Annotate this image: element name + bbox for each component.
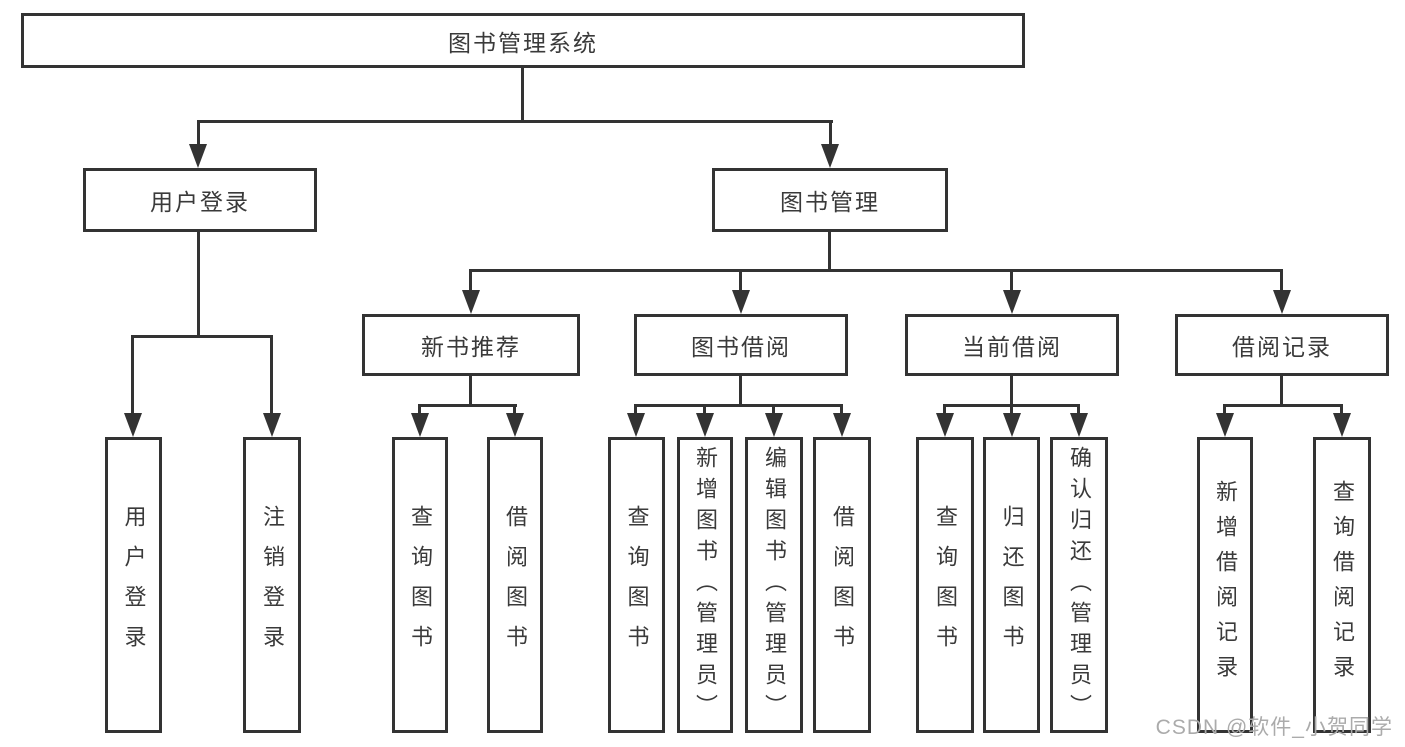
- connector-drop-confirm-return: [1077, 404, 1080, 416]
- leaf-recommend-borrow-books-label: 借阅图书: [503, 505, 528, 665]
- connector-drop-book-management: [829, 120, 832, 146]
- connector-book-management-bar: [469, 269, 1283, 272]
- connector-drop-leaf-user-login: [131, 335, 134, 415]
- arrow-borrow-records: [1273, 290, 1291, 314]
- leaf-borrow-books-label: 借阅图书: [830, 505, 855, 665]
- node-borrow-records: 借阅记录: [1175, 314, 1389, 376]
- arrow-edit-books: [765, 413, 783, 437]
- connector-drop-edit-books: [772, 404, 775, 416]
- connector-drop-new-book-recommend: [469, 269, 472, 292]
- leaf-user-login-label: 用户登录: [121, 505, 147, 665]
- leaf-add-books-admin: 新增图书（管理员）: [677, 437, 733, 733]
- connector-book-borrow-bar: [634, 404, 843, 407]
- connector-user-login-stem: [197, 232, 200, 338]
- node-book-management-label: 图书管理: [780, 189, 880, 215]
- connector-borrow-records-stem: [1280, 376, 1283, 407]
- connector-drop-query-record: [1340, 404, 1343, 416]
- node-book-borrow: 图书借阅: [634, 314, 848, 376]
- leaf-user-login: 用户登录: [105, 437, 162, 733]
- arrow-new-book-recommend: [462, 290, 480, 314]
- arrow-add-books: [696, 413, 714, 437]
- connector-root-stem: [521, 68, 524, 122]
- leaf-add-borrow-record-label: 新增借阅记录: [1213, 480, 1238, 690]
- leaf-query-borrow-record-label: 查询借阅记录: [1330, 480, 1355, 690]
- leaf-borrow-query-books-label: 查询图书: [624, 505, 650, 665]
- node-new-book-recommend: 新书推荐: [362, 314, 580, 376]
- leaf-edit-books-admin-label: 编辑图书（管理员）: [762, 445, 787, 725]
- leaf-confirm-return-admin: 确认归还（管理员）: [1050, 437, 1108, 733]
- connector-root-bar: [197, 120, 833, 123]
- leaf-logout: 注销登录: [243, 437, 301, 733]
- node-root-label: 图书管理系统: [448, 29, 598, 56]
- leaf-add-borrow-record: 新增借阅记录: [1197, 437, 1253, 733]
- connector-borrow-records-bar: [1223, 404, 1343, 407]
- leaf-add-books-admin-label: 新增图书（管理员）: [693, 445, 718, 725]
- arrow-book-management: [821, 144, 839, 168]
- arrow-user-login: [189, 144, 207, 168]
- leaf-logout-label: 注销登录: [260, 505, 285, 665]
- connector-book-management-stem: [828, 232, 831, 272]
- connector-drop-borrow-records: [1280, 269, 1283, 292]
- node-root: 图书管理系统: [21, 13, 1025, 68]
- connector-drop-borrow-query: [634, 404, 637, 416]
- connector-drop-borrow-books: [840, 404, 843, 416]
- arrow-current-query: [936, 413, 954, 437]
- leaf-borrow-query-books: 查询图书: [608, 437, 665, 733]
- leaf-borrow-books: 借阅图书: [813, 437, 871, 733]
- csdn-watermark: CSDN @软件_小贺同学: [1155, 716, 1393, 739]
- connector-drop-recommend-query: [418, 404, 421, 416]
- connector-drop-user-login: [197, 120, 200, 146]
- connector-drop-book-borrow: [739, 269, 742, 292]
- arrow-borrow-books: [833, 413, 851, 437]
- connector-drop-add-record: [1223, 404, 1226, 416]
- node-new-book-recommend-label: 新书推荐: [421, 334, 521, 360]
- node-borrow-records-label: 借阅记录: [1232, 334, 1332, 360]
- connector-recommend-bar: [418, 404, 517, 407]
- node-book-borrow-label: 图书借阅: [691, 334, 791, 360]
- arrow-borrow-query: [627, 413, 645, 437]
- node-book-management: 图书管理: [712, 168, 948, 232]
- connector-drop-add-books: [703, 404, 706, 416]
- leaf-recommend-query-books-label: 查询图书: [408, 505, 433, 665]
- arrow-add-record: [1216, 413, 1234, 437]
- arrow-recommend-borrow: [506, 413, 524, 437]
- connector-current-borrow-stem: [1010, 376, 1013, 407]
- connector-book-borrow-stem: [739, 376, 742, 407]
- connector-drop-leaf-logout: [270, 335, 273, 415]
- leaf-query-borrow-record: 查询借阅记录: [1313, 437, 1371, 733]
- leaf-confirm-return-admin-label: 确认归还（管理员）: [1067, 445, 1092, 725]
- connector-drop-current-borrow: [1010, 269, 1013, 292]
- connector-drop-recommend-borrow: [513, 404, 516, 416]
- arrow-recommend-query: [411, 413, 429, 437]
- leaf-current-query-books-label: 查询图书: [933, 505, 958, 665]
- leaf-return-books: 归还图书: [983, 437, 1040, 733]
- arrow-book-borrow: [732, 290, 750, 314]
- leaf-recommend-borrow-books: 借阅图书: [487, 437, 543, 733]
- leaf-recommend-query-books: 查询图书: [392, 437, 448, 733]
- arrow-confirm-return: [1070, 413, 1088, 437]
- arrow-query-record: [1333, 413, 1351, 437]
- arrow-leaf-user-login: [124, 413, 142, 437]
- arrow-return-books: [1003, 413, 1021, 437]
- connector-user-login-bar: [131, 335, 273, 338]
- arrow-leaf-logout: [263, 413, 281, 437]
- arrow-current-borrow: [1003, 290, 1021, 314]
- connector-recommend-stem: [469, 376, 472, 407]
- leaf-edit-books-admin: 编辑图书（管理员）: [745, 437, 803, 733]
- connector-drop-current-query: [943, 404, 946, 416]
- leaf-return-books-label: 归还图书: [999, 505, 1025, 665]
- node-user-login-label: 用户登录: [150, 189, 250, 215]
- connector-drop-return-books: [1010, 404, 1013, 416]
- node-current-borrow-label: 当前借阅: [962, 334, 1062, 360]
- leaf-current-query-books: 查询图书: [916, 437, 974, 733]
- node-user-login: 用户登录: [83, 168, 317, 232]
- node-current-borrow: 当前借阅: [905, 314, 1119, 376]
